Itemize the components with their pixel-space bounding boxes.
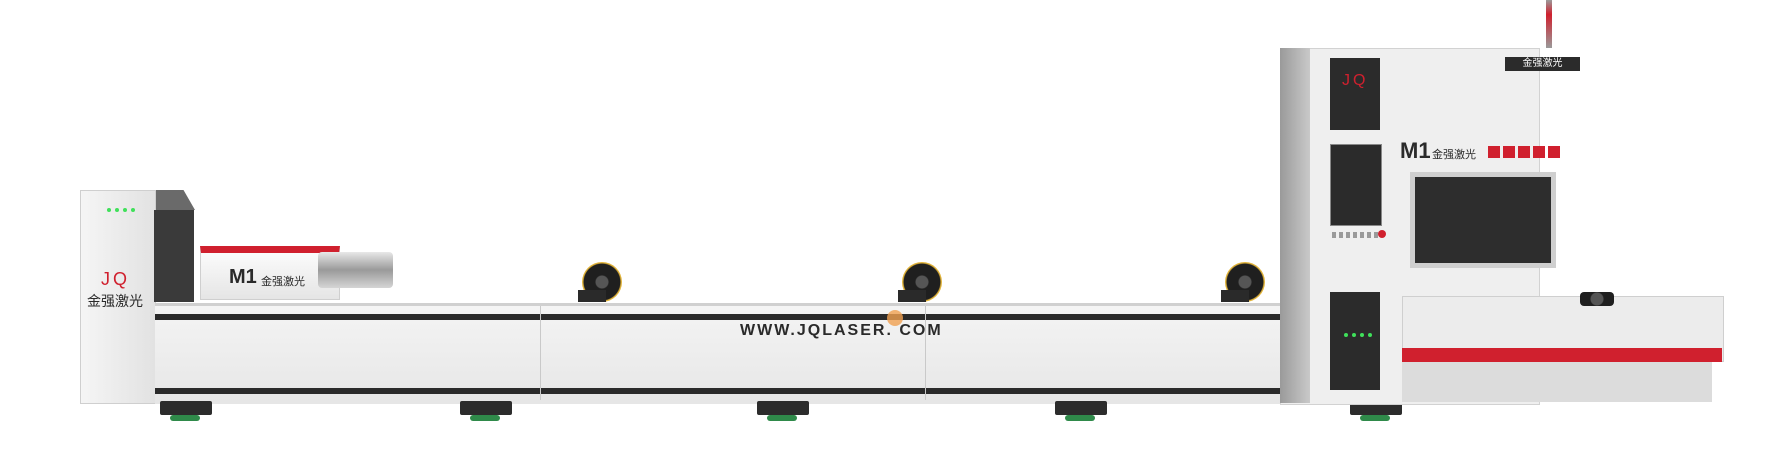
website-text: WWW.JQLASER. COM — [740, 322, 943, 339]
decor-stripes — [1488, 146, 1560, 158]
machine-foot — [460, 401, 512, 415]
chuck-model: M1 — [229, 266, 257, 288]
emergency-stop — [1378, 230, 1386, 238]
roller-stand — [1221, 290, 1249, 302]
left-brand-text: 金强激光 — [87, 293, 143, 309]
foot-pad — [1065, 415, 1095, 421]
machine-foot — [757, 401, 809, 415]
control-panel-screen — [1330, 144, 1382, 226]
bed-rail-lower — [155, 388, 1315, 394]
roller-stand — [898, 290, 926, 302]
unloading-table-stripe — [1402, 348, 1722, 362]
left-logo: JQ — [101, 269, 131, 289]
head-brand: 金强激光 — [1432, 149, 1476, 161]
signal-beacon — [1546, 0, 1552, 48]
roller-stand — [578, 290, 606, 302]
logo-panel: JQ — [1330, 58, 1380, 130]
foot-pad — [470, 415, 500, 421]
lower-panel-indicators — [1342, 324, 1374, 342]
bed-seam — [925, 306, 926, 400]
head-logo: JQ — [1342, 72, 1369, 89]
left-cabinet-indicators — [105, 199, 137, 217]
head-model: M1 — [1400, 138, 1431, 163]
foot-pad — [170, 415, 200, 421]
left-cabinet: JQ 金强激光 — [80, 190, 156, 404]
chuck-brand: 金强激光 — [261, 276, 305, 288]
cursor-marker — [887, 310, 903, 326]
foot-pad — [1360, 415, 1390, 421]
bed-rail-upper — [155, 314, 1315, 320]
foot-pad — [767, 415, 797, 421]
chuck-spindle — [318, 252, 393, 288]
control-buttons — [1332, 232, 1380, 238]
unloading-table-base — [1402, 362, 1712, 402]
machine-foot — [160, 401, 212, 415]
lower-control-panel — [1330, 292, 1380, 390]
left-cabinet-rear — [154, 210, 194, 302]
viewing-window — [1410, 172, 1556, 268]
machine-foot — [1055, 401, 1107, 415]
bed-seam — [540, 306, 541, 400]
table-roller — [1580, 292, 1614, 306]
cabinet-side — [1280, 48, 1310, 403]
top-brand-tag: 金强激光 — [1505, 57, 1580, 71]
